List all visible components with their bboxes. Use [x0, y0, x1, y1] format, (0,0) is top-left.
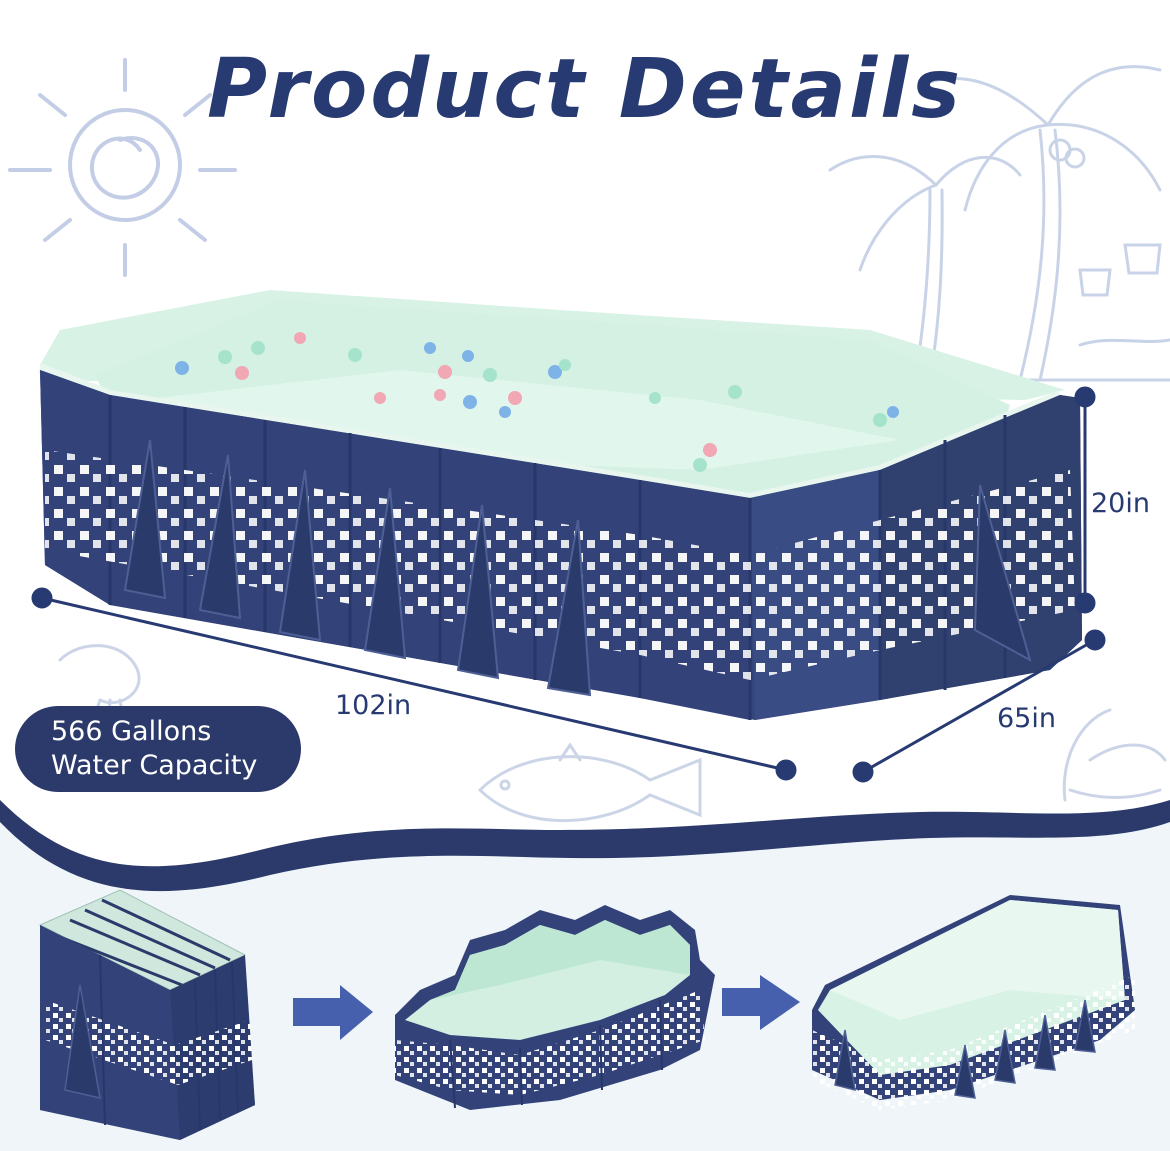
arrow-right-icon-2: [722, 975, 800, 1030]
folded-pool-illustration: [38, 889, 255, 1140]
height-label: 20in: [1091, 488, 1150, 519]
sun-sketch-icon: [8, 58, 237, 277]
pool-balls: [175, 332, 899, 472]
length-label: 102in: [335, 690, 412, 721]
pool-main-illustration: [38, 290, 1082, 720]
page-title: Product Details: [206, 42, 963, 137]
capacity-caption: Water Capacity: [51, 750, 258, 781]
arrow-right-icon: [293, 985, 373, 1040]
setup-pool-illustration: [812, 895, 1135, 1110]
capacity-gallons: 566 Gallons: [51, 716, 212, 747]
width-label: 65in: [997, 703, 1056, 734]
dimension-lines: [31, 386, 1106, 783]
unfolding-pool-illustration: [395, 905, 715, 1110]
capacity-badge: 566 Gallons Water Capacity: [15, 706, 301, 792]
